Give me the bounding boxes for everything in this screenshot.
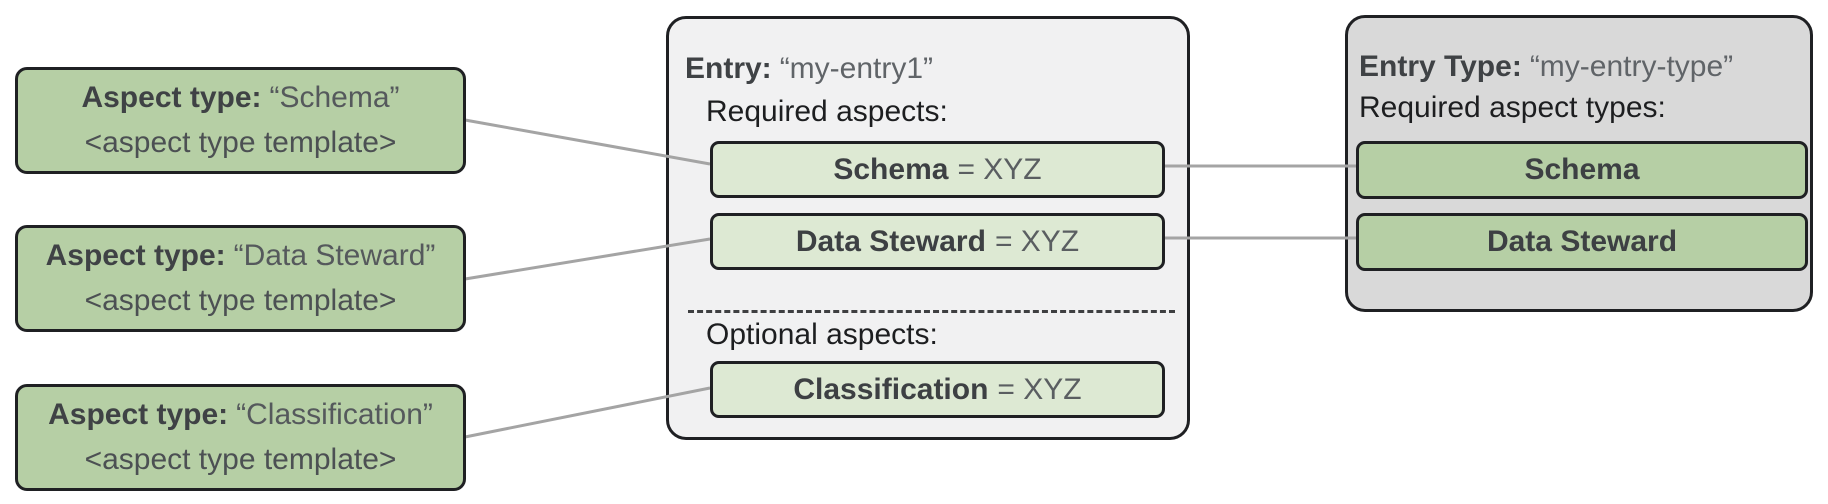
- aspect-chip-schema-name: Schema: [833, 152, 949, 186]
- aspect-type-chip-schema: Schema: [1356, 141, 1808, 199]
- aspect-type-schema-name: “Schema”: [269, 81, 400, 114]
- aspect-type-box-data-steward: Aspect type:“Data Steward” <aspect type …: [15, 225, 466, 332]
- aspect-type-classification-label: Aspect type:: [48, 398, 229, 431]
- entry-type-title-value: “my-entry-type”: [1529, 50, 1734, 83]
- aspect-type-classification-name: “Classification”: [236, 398, 433, 431]
- aspect-chip-data-steward-name: Data Steward: [795, 224, 986, 258]
- aspect-type-classification-template: <aspect type template>: [84, 443, 397, 476]
- required-aspects-label: Required aspects:: [706, 95, 948, 128]
- aspect-chip-schema: Schema = XYZ: [710, 141, 1165, 198]
- aspect-chip-classification-name: Classification: [793, 372, 989, 406]
- aspect-type-chip-schema-name: Schema: [1524, 153, 1640, 186]
- optional-aspects-label: Optional aspects:: [706, 318, 938, 351]
- aspect-chip-classification: Classification = XYZ: [710, 361, 1165, 418]
- entry-type-title-label: Entry Type:: [1359, 50, 1522, 83]
- entry-type-container: Entry Type:“my-entry-type” Required aspe…: [1345, 15, 1813, 312]
- entry-title-label: Entry:: [685, 52, 772, 85]
- required-aspect-types-label: Required aspect types:: [1359, 91, 1666, 124]
- entry-title-value: “my-entry1”: [779, 52, 934, 85]
- aspect-type-schema-label: Aspect type:: [81, 81, 262, 114]
- entry-container: Entry:“my-entry1” Required aspects: Sche…: [666, 16, 1190, 440]
- entry-type-title: Entry Type:“my-entry-type”: [1359, 48, 1733, 86]
- entry-title: Entry:“my-entry1”: [685, 50, 933, 88]
- aspect-type-chip-data-steward: Data Steward: [1356, 213, 1808, 271]
- aspect-type-data-steward-template: <aspect type template>: [84, 284, 397, 317]
- aspect-chip-schema-value: = XYZ: [957, 152, 1042, 186]
- aspect-chip-data-steward: Data Steward = XYZ: [710, 213, 1165, 270]
- aspect-type-box-schema: Aspect type:“Schema” <aspect type templa…: [15, 67, 466, 174]
- aspect-chip-data-steward-value: = XYZ: [994, 224, 1080, 258]
- optional-section-divider: [688, 310, 1175, 313]
- aspect-type-chip-data-steward-name: Data Steward: [1486, 225, 1678, 258]
- aspect-type-data-steward-label: Aspect type:: [45, 239, 226, 272]
- aspect-type-data-steward-name: “Data Steward”: [233, 239, 436, 272]
- aspect-chip-classification-value: = XYZ: [997, 372, 1082, 406]
- aspect-type-box-classification: Aspect type:“Classification” <aspect typ…: [15, 384, 466, 491]
- aspect-type-schema-template: <aspect type template>: [84, 126, 397, 159]
